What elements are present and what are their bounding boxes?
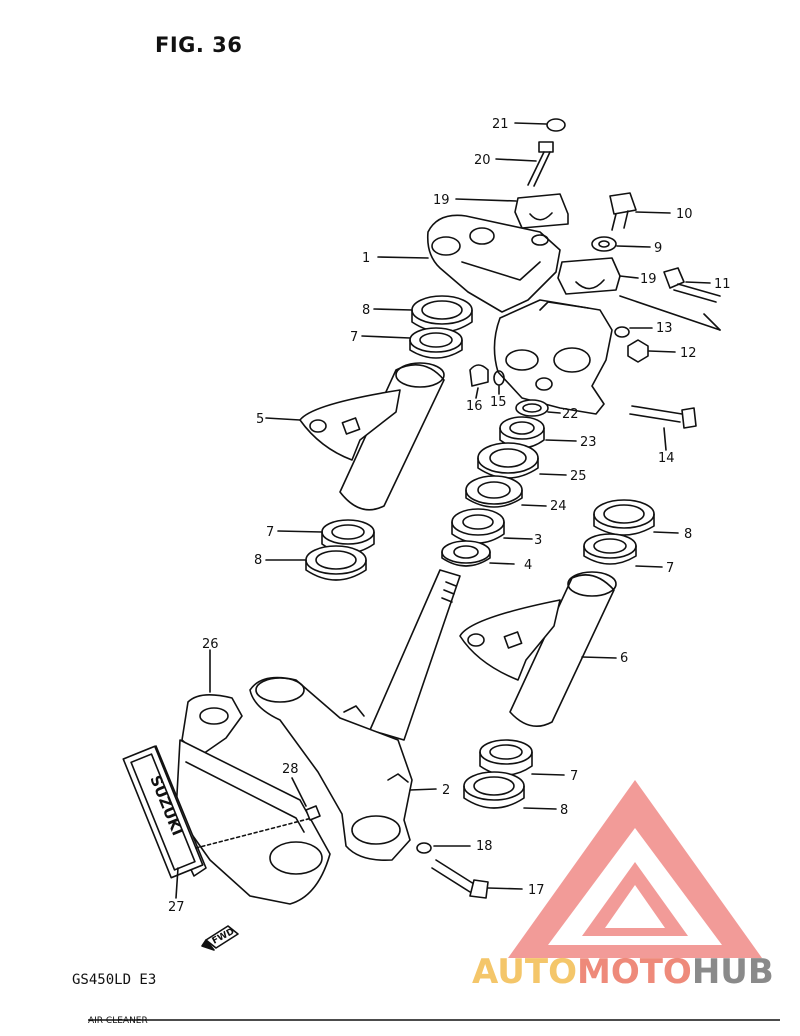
part-7-cushion-mid-left <box>277 519 375 554</box>
label-1: 1 <box>362 251 370 266</box>
label-5: 5 <box>256 412 264 427</box>
label-8-right: 8 <box>684 527 692 542</box>
part-19-handlebar-clamp-upper <box>455 193 569 229</box>
label-7-upper-left: 7 <box>350 330 358 345</box>
part-8-seal-right <box>593 499 679 536</box>
label-16: 16 <box>466 399 483 414</box>
label-6: 6 <box>620 651 628 666</box>
label-7-right: 7 <box>666 561 674 576</box>
part-8-seal-mid-left <box>265 545 367 581</box>
part-10-bolt <box>609 192 671 231</box>
part-5-fork-cover-left <box>265 362 445 511</box>
label-8-mid-left: 8 <box>254 553 262 568</box>
part-24-bearing-race <box>465 475 547 508</box>
label-18: 18 <box>476 839 493 854</box>
watermark-text: AUTOMOTOHUB <box>472 952 774 992</box>
part-1-steering-stem-upper-bracket <box>377 214 561 313</box>
watermark-logo <box>508 780 762 958</box>
part-7-cushion-lower-right <box>479 739 565 776</box>
label-26: 26 <box>202 637 219 652</box>
label-27: 27 <box>168 900 185 915</box>
label-10: 10 <box>676 207 693 222</box>
label-7-lower-right: 7 <box>570 769 578 784</box>
label-14: 14 <box>658 451 675 466</box>
label-13: 13 <box>656 321 673 336</box>
part-2-steering-stem-lower-bracket <box>249 569 461 862</box>
footer-section-text: AIR CLEANER <box>88 1016 148 1026</box>
watermark-moto: MOTO <box>576 952 692 992</box>
label-11: 11 <box>714 277 731 292</box>
part-15-washer <box>493 370 505 395</box>
label-9: 9 <box>654 241 662 256</box>
part-12-nut <box>627 339 676 363</box>
part-26-bracket <box>175 649 331 905</box>
part-3-steering-bearing <box>451 508 533 544</box>
label-8-upper-left: 8 <box>362 303 370 318</box>
part-17-pinch-bolt <box>431 859 523 899</box>
label-22: 22 <box>562 407 579 422</box>
part-7-cushion-upper-left <box>361 327 463 359</box>
part-labels: 1 2 3 4 5 6 7 7 7 7 8 8 8 8 9 10 11 12 1… <box>168 117 731 915</box>
part-8-seal-upper-left <box>373 295 473 333</box>
label-4: 4 <box>524 558 532 573</box>
label-28: 28 <box>282 762 299 777</box>
label-12: 12 <box>680 346 697 361</box>
part-18-washer <box>416 842 471 854</box>
part-23-steering-stem-nut <box>499 416 577 449</box>
label-2: 2 <box>442 783 450 798</box>
part-22-washer <box>515 399 561 417</box>
part-9-washer <box>591 236 651 252</box>
label-25: 25 <box>570 469 587 484</box>
label-19-lower: 19 <box>640 272 657 287</box>
part-11-bolt <box>663 267 721 303</box>
watermark-hub: HUB <box>691 952 774 992</box>
label-19-upper: 19 <box>433 193 450 208</box>
part-19-handlebar-clamp-lower <box>557 257 639 295</box>
part-13-lock-washer <box>614 295 721 338</box>
label-3: 3 <box>534 533 542 548</box>
label-8-lower-right: 8 <box>560 803 568 818</box>
label-17: 17 <box>528 883 545 898</box>
label-23: 23 <box>580 435 597 450</box>
label-24: 24 <box>550 499 567 514</box>
part-16-nut <box>469 364 489 399</box>
label-21: 21 <box>492 117 509 132</box>
label-20: 20 <box>474 153 491 168</box>
part-1-bracket-lower-section <box>493 299 613 415</box>
part-28-clip <box>195 777 321 849</box>
model-code: GS450LD E3 <box>72 972 157 988</box>
label-7-mid-left: 7 <box>266 525 274 540</box>
part-25-dust-seal <box>477 442 567 479</box>
part-20-bolt <box>495 141 554 187</box>
part-7-cushion-right <box>583 533 663 568</box>
part-21-cap <box>514 118 566 132</box>
part-6-fork-cover-right <box>459 571 617 728</box>
part-4-bearing-race <box>441 540 515 567</box>
part-27-emblem-plate <box>122 745 207 899</box>
part-8-seal-lower-right <box>463 771 557 810</box>
fwd-arrow-icon <box>201 925 239 951</box>
label-15: 15 <box>490 395 507 410</box>
part-14-pinch-bolt <box>629 405 697 451</box>
figure-title: FIG. 36 <box>155 33 243 57</box>
watermark-auto: AUTO <box>472 952 577 992</box>
